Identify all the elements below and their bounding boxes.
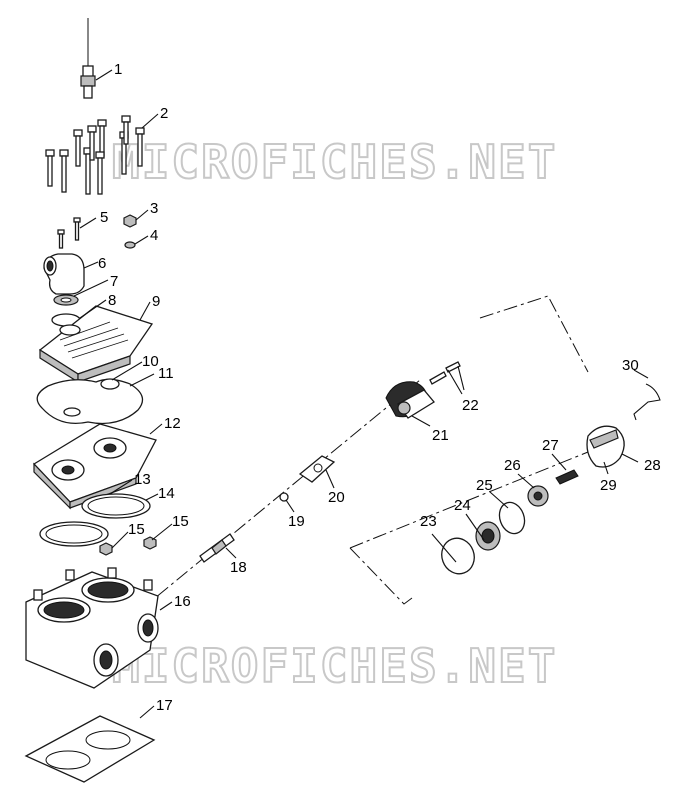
callout-16: 16 [174,593,191,610]
part-21-pump-housing [385,381,435,419]
callout-17: 17 [156,697,173,714]
callout-19: 19 [288,513,305,530]
part-23-retaining-ring [441,537,475,575]
callout-9: 9 [152,293,160,310]
callout-10: 10 [142,353,159,370]
part-6-outlet-housing [43,253,85,295]
part-12-cylinder-head [32,423,157,510]
callout-4: 4 [150,227,158,244]
callout-13: 13 [134,471,151,488]
callout-22: 22 [462,397,479,414]
callout-12: 12 [164,415,181,432]
watermark-bottom: MICROFICHES.NET [112,639,557,693]
part-24-seal [475,521,501,551]
callout-8: 8 [108,292,116,309]
callout-15-a: 15 [128,521,145,538]
part-1-temperature-sensor [80,18,96,99]
callout-11: 11 [158,365,174,382]
part-13-gasket-ring [39,521,109,547]
callout-labels: 1 2 3 4 5 6 7 8 9 10 11 12 13 14 15 15 1… [98,61,661,714]
part-18-spark-plug [199,533,235,563]
callout-25: 25 [476,477,493,494]
callout-6: 6 [98,255,106,272]
callout-20: 20 [328,489,345,506]
callout-1: 1 [114,61,122,78]
callout-7: 7 [110,273,118,290]
part-15-nuts [99,536,157,556]
part-9-head-cover [38,305,154,384]
callout-15-b: 15 [172,513,189,530]
part-3-nut [123,214,137,228]
callout-14: 14 [158,485,175,502]
callout-26: 26 [504,457,521,474]
part-26-impeller [527,485,549,507]
callout-18: 18 [230,559,247,576]
watermark-top: MICROFICHES.NET [112,135,557,189]
part-4-washer [124,241,136,249]
part-10-o-ring [63,378,120,417]
callout-23: 23 [420,513,437,530]
part-11-head-gasket [36,378,144,425]
part-16-cylinder-block [25,567,159,689]
part-7-gasket [53,294,79,306]
part-30-clip [633,383,661,421]
part-20-gasket [298,455,336,483]
callout-24: 24 [454,497,471,514]
part-19-o-ring [279,492,289,502]
part-25-retaining-ring [498,501,526,535]
part-17-base-gasket [24,715,156,783]
callout-21: 21 [432,427,449,444]
callout-2: 2 [160,105,168,122]
part-22-bolts [429,361,461,385]
callout-29: 29 [600,477,617,494]
part-14-gasket-ring [81,493,151,519]
callout-30: 30 [622,357,639,374]
part-5-screws [57,217,81,249]
part-27-spring [555,469,579,485]
callout-3: 3 [150,200,158,217]
callout-5: 5 [100,209,108,226]
callout-28: 28 [644,457,661,474]
callout-27: 27 [542,437,559,454]
part-2-head-bolts [45,115,145,195]
leader-lines [73,69,649,719]
part-28-cover [586,425,625,468]
